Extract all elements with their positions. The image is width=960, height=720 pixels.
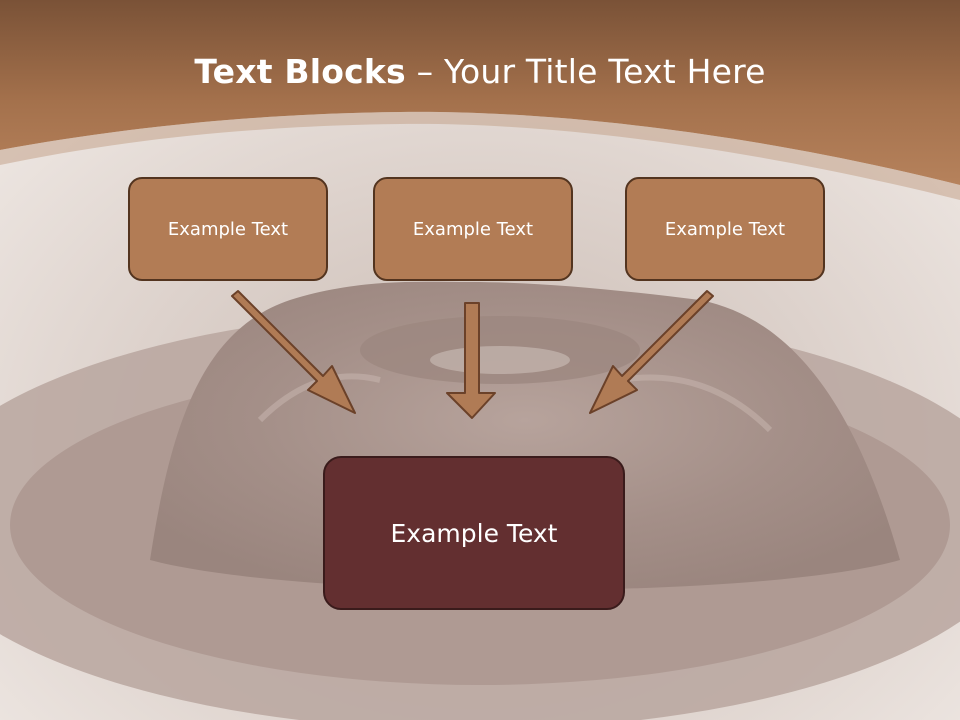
text-block-3: Example Text — [625, 177, 825, 281]
text-block-1-label: Example Text — [167, 218, 289, 240]
target-block-label: Example Text — [390, 518, 558, 548]
text-block-1: Example Text — [128, 177, 328, 281]
text-block-2-label: Example Text — [412, 218, 534, 240]
target-block: Example Text — [323, 456, 625, 610]
title-regular: – Your Title Text Here — [405, 52, 766, 91]
title-bold: Text Blocks — [194, 52, 406, 91]
text-block-3-label: Example Text — [664, 218, 786, 240]
text-block-2: Example Text — [373, 177, 573, 281]
slide-title: Text Blocks – Your Title Text Here — [0, 52, 960, 91]
